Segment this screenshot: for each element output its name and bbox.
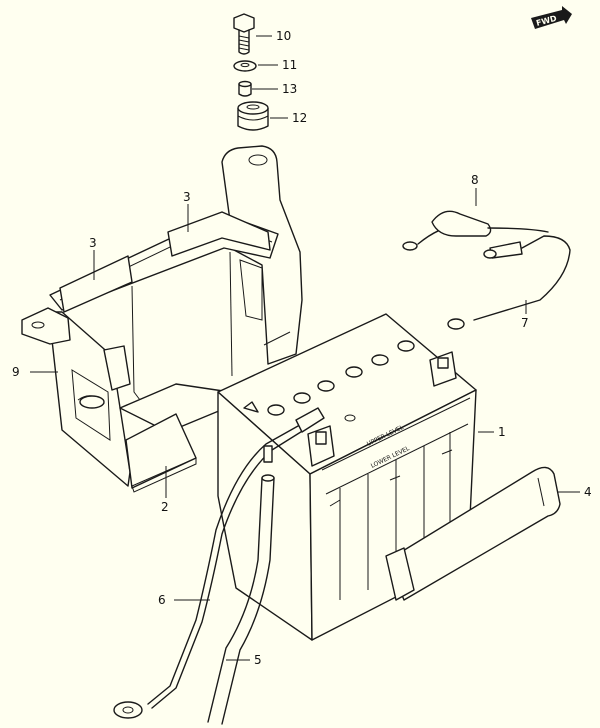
bolt-part: [233, 13, 255, 55]
fwd-arrow-icon: FWD: [531, 6, 572, 29]
callout-1: 1: [498, 425, 506, 439]
vent-caps: [243, 340, 415, 416]
callout-2: 2: [161, 500, 169, 514]
cushion-part: [237, 101, 269, 131]
washer-part: [233, 60, 257, 72]
pad-part-side: [59, 255, 133, 313]
collar-part: [238, 80, 252, 97]
plate-part: [125, 413, 197, 493]
callout-13: 13: [282, 82, 297, 96]
callout-9: 9: [12, 365, 20, 379]
callout-12: 12: [292, 111, 307, 125]
positive-terminal: [307, 425, 335, 467]
positive-lead-part: [113, 407, 325, 719]
callout-3-side: 3: [89, 236, 97, 250]
negative-terminal: [429, 351, 457, 387]
callout-10: 10: [276, 29, 291, 43]
callout-4: 4: [584, 485, 592, 499]
callout-3-upper: 3: [183, 190, 191, 204]
callout-8: 8: [471, 173, 479, 187]
battery-part: UPPER LEVEL LOWER LEVEL: [217, 313, 477, 641]
negative-lead-part: [402, 210, 571, 330]
strap-part: [385, 466, 561, 601]
callout-5: 5: [254, 653, 262, 667]
breather-hose-part: [207, 445, 275, 725]
callout-7: 7: [521, 316, 529, 330]
callout-11: 11: [282, 58, 297, 72]
leader-lines: [30, 35, 580, 661]
pad-part-upper: [167, 211, 271, 257]
callout-labels: 10 11 13 12 3 3 8 9 7 1 4 2 6 5: [12, 29, 592, 667]
callout-6: 6: [158, 593, 166, 607]
fwd-label: FWD: [535, 14, 558, 28]
